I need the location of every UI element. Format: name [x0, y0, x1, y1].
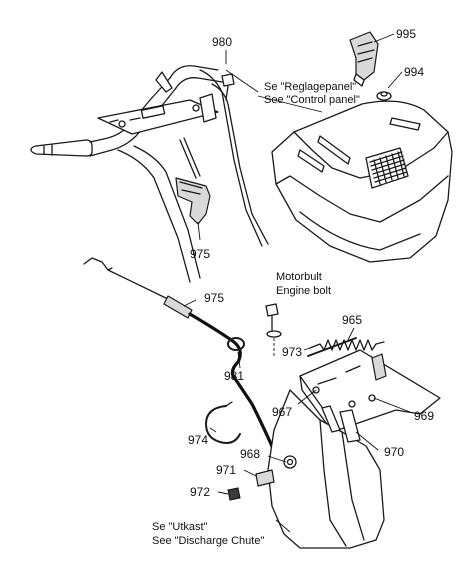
note-engine-bolt-en: Engine bolt — [276, 285, 331, 297]
note-control-panel-sv: Se "Reglagepanel" — [264, 81, 356, 93]
callout-975-upper: 975 — [190, 247, 210, 261]
callout-973: 973 — [282, 345, 302, 359]
control-panel-cover — [271, 100, 453, 263]
callout-968: 968 — [240, 447, 260, 461]
callout-994: 994 — [404, 65, 424, 79]
note-chute-en: See "Discharge Chute" — [152, 535, 264, 547]
callout-980: 980 — [212, 35, 232, 49]
leader-lines — [183, 33, 411, 533]
note-chute-sv: Se "Utkast" — [152, 521, 208, 533]
callout-969: 969 — [414, 409, 434, 423]
callout-981: 981 — [224, 369, 244, 383]
callout-974: 974 — [188, 433, 208, 447]
callout-965: 965 — [342, 313, 362, 327]
note-engine-bolt-sv: Motorbult — [276, 271, 322, 283]
control-knob — [349, 31, 379, 87]
callout-labels: 980 995 994 975 975 965 973 981 967 969 … — [188, 27, 434, 499]
engine-bolt — [265, 303, 282, 356]
callout-972: 972 — [190, 485, 210, 499]
callout-995: 995 — [396, 27, 416, 41]
callout-970: 970 — [384, 445, 404, 459]
callout-975-cable: 975 — [204, 291, 224, 305]
reference-notes: Se "Reglagepanel" See "Control panel" Mo… — [152, 81, 360, 547]
callout-971: 971 — [216, 463, 236, 477]
callout-967: 967 — [272, 405, 292, 419]
note-control-panel-en: See "Control panel" — [264, 94, 360, 106]
handlebar-assembly — [30, 65, 269, 283]
nut-994 — [376, 91, 392, 101]
